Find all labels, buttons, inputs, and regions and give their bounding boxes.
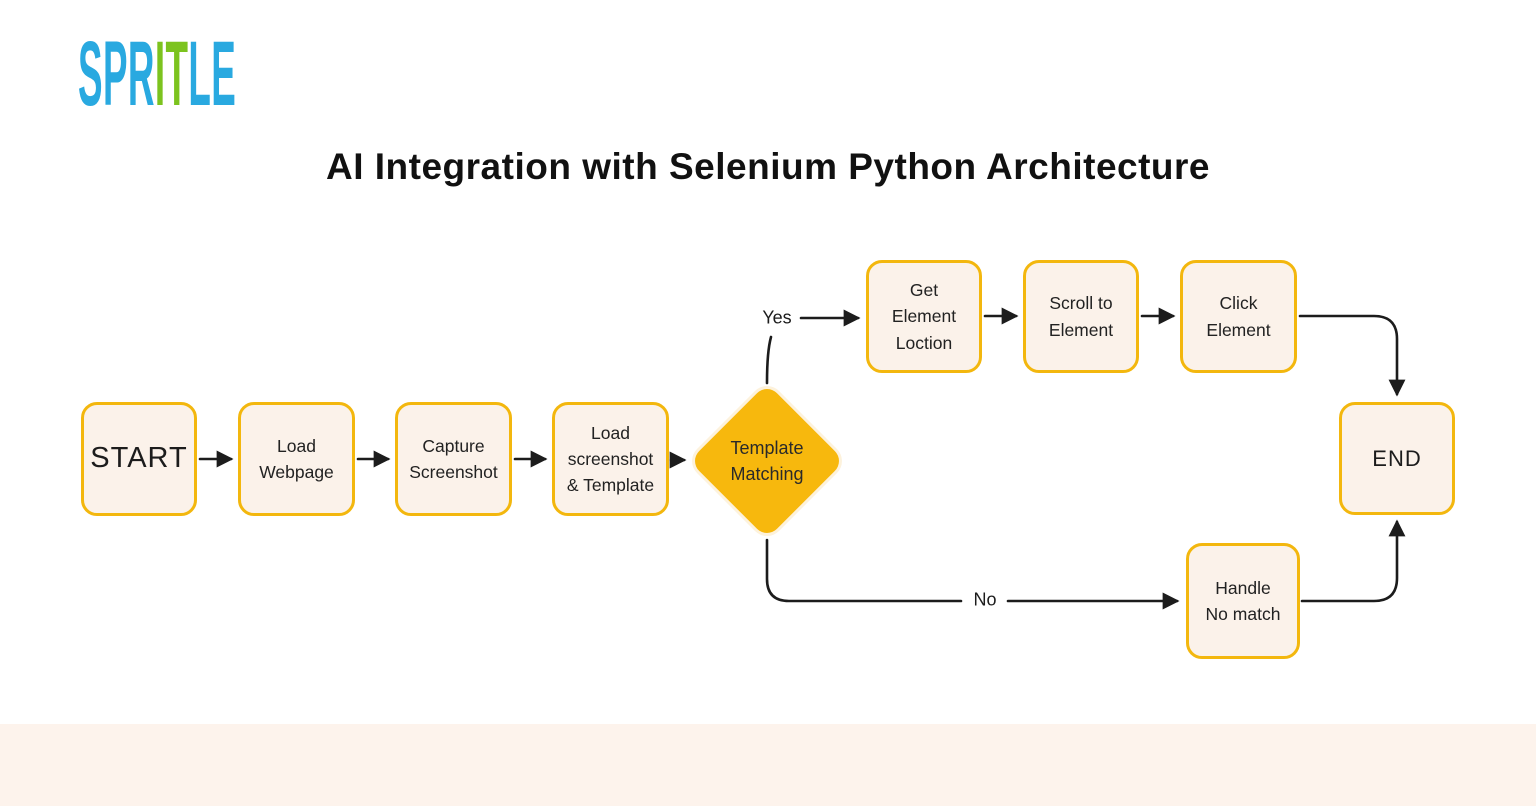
node-end-label: END <box>1372 446 1422 471</box>
node-click-element: Click Element <box>1180 260 1297 373</box>
node-load-webpage-label: Load Webpage <box>259 435 334 482</box>
node-capture-screenshot: Capture Screenshot <box>395 402 512 516</box>
node-get-element-loction-label: Get Element Loction <box>891 280 957 353</box>
logo-part-spr: SPR <box>78 23 155 125</box>
node-start: START <box>81 402 197 516</box>
node-load-screenshot-template-label: Load screenshot & Template <box>566 422 655 496</box>
node-start-label: START <box>90 442 188 475</box>
edge-template-matching-up-to-yes <box>765 335 773 385</box>
logo-part-le: LE <box>188 23 237 125</box>
node-template-matching-label: Template Matching <box>730 437 804 484</box>
edge-handle-no-match-to-end <box>1300 519 1406 603</box>
node-capture-screenshot-label: Capture Screenshot <box>409 435 498 482</box>
node-handle-no-match-label: Handle No match <box>1205 577 1281 624</box>
page-title: AI Integration with Selenium Python Arch… <box>326 146 1210 187</box>
node-get-element-loction: Get Element Loction <box>866 260 982 373</box>
node-scroll-to-element-label: Scroll to Element <box>1048 293 1114 340</box>
logo-part-it: IT <box>154 23 189 125</box>
edge-template-matching-down-to-no <box>765 538 963 603</box>
spritle-logo: SPRITLE <box>78 28 236 120</box>
footer-strip <box>0 724 1536 806</box>
node-click-element-label: Click Element <box>1206 293 1271 340</box>
edge-label-no: No <box>973 589 997 610</box>
edge-label-yes: Yes <box>762 307 792 328</box>
edge-click-element-to-end <box>1298 314 1406 397</box>
node-scroll-to-element: Scroll to Element <box>1023 260 1139 373</box>
node-end: END <box>1339 402 1455 515</box>
node-handle-no-match: Handle No match <box>1186 543 1300 659</box>
node-load-webpage: Load Webpage <box>238 402 355 516</box>
node-load-screenshot-template: Load screenshot & Template <box>552 402 669 516</box>
